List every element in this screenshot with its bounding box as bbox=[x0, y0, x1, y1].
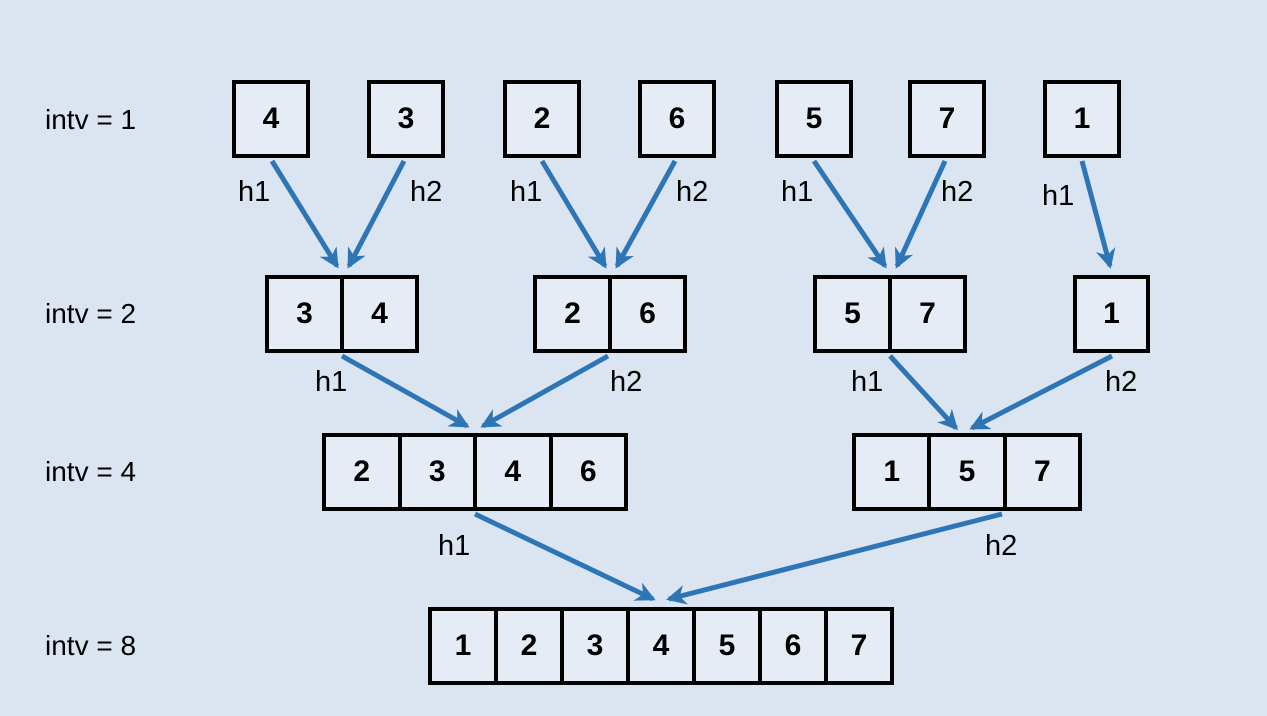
half-label: h1 bbox=[781, 176, 814, 208]
merge-arrow-h1 bbox=[269, 159, 340, 269]
array-cell: 3 bbox=[560, 611, 626, 681]
array-cell: 4 bbox=[262, 102, 280, 135]
array-box: 1 5 7 bbox=[852, 433, 1082, 511]
half-label: h2 bbox=[1105, 366, 1138, 398]
merge-arrow-h1 bbox=[888, 354, 959, 431]
array-box: 4 bbox=[232, 80, 310, 158]
half-label: h1 bbox=[1042, 180, 1075, 212]
array-box: 3 bbox=[367, 80, 445, 158]
array-cell: 5 bbox=[692, 611, 758, 681]
array-cell: 2 bbox=[564, 297, 581, 330]
array-cell: 5 bbox=[805, 102, 823, 135]
half-label: h2 bbox=[610, 366, 643, 398]
array-box: 1 bbox=[1073, 275, 1150, 353]
array-box: 7 bbox=[908, 80, 986, 158]
array-cell: 5 bbox=[927, 437, 1002, 507]
half-label: h1 bbox=[238, 176, 271, 208]
array-box: 2 bbox=[503, 80, 581, 158]
array-cell: 6 bbox=[758, 611, 824, 681]
array-cell: 7 bbox=[824, 611, 890, 681]
half-label: h1 bbox=[315, 366, 348, 398]
array-cell: 3 bbox=[397, 102, 415, 135]
row-label-intv-2: intv = 2 bbox=[45, 298, 137, 329]
merge-arrow-h1 bbox=[1079, 160, 1116, 269]
array-cell: 3 bbox=[397, 437, 474, 507]
array-cell: 4 bbox=[340, 279, 415, 349]
half-label: h2 bbox=[676, 176, 709, 208]
merge-arrow-h1 bbox=[473, 511, 656, 602]
array-box: 2 3 4 6 bbox=[322, 433, 628, 511]
array-cell: 7 bbox=[1002, 437, 1078, 507]
half-label: h1 bbox=[851, 366, 884, 398]
array-cell: 6 bbox=[668, 102, 686, 135]
array-cell: 2 bbox=[494, 611, 560, 681]
row-label-intv-4: intv = 4 bbox=[45, 456, 137, 487]
array-cell: 1 bbox=[454, 629, 472, 662]
merge-arrow-h1 bbox=[811, 159, 888, 269]
row-label-intv-8: intv = 8 bbox=[45, 630, 137, 661]
merge-arrow-h2 bbox=[969, 353, 1114, 431]
array-cell: 6 bbox=[548, 437, 625, 507]
merge-arrow-h2 bbox=[346, 159, 407, 269]
half-label: h1 bbox=[438, 530, 471, 562]
merge-arrow-h1 bbox=[340, 353, 470, 429]
array-cell: 4 bbox=[473, 437, 549, 507]
array-box: 1 bbox=[1043, 80, 1121, 158]
half-label: h1 bbox=[510, 176, 543, 208]
array-cell: 6 bbox=[608, 279, 683, 349]
array-cell: 2 bbox=[353, 455, 371, 488]
array-cell: 1 bbox=[1073, 102, 1091, 135]
merge-arrow-h2 bbox=[666, 511, 1003, 605]
array-cell: 4 bbox=[626, 611, 692, 681]
row-label-intv-1: intv = 1 bbox=[45, 104, 137, 135]
array-cell: 5 bbox=[844, 297, 861, 330]
array-box: 1 2 3 4 5 6 7 bbox=[428, 607, 894, 685]
merge-arrow-h2 bbox=[614, 159, 678, 269]
half-label: h2 bbox=[410, 176, 443, 208]
array-cell: 2 bbox=[533, 102, 551, 135]
array-box: 5 bbox=[775, 80, 853, 158]
array-cell: 1 bbox=[1103, 297, 1120, 330]
array-box: 3 4 bbox=[265, 275, 419, 353]
array-box: 2 6 bbox=[533, 275, 687, 353]
array-box: 5 7 bbox=[813, 275, 967, 353]
array-cell: 7 bbox=[938, 102, 956, 135]
merge-arrow-h1 bbox=[539, 159, 608, 269]
array-box: 6 bbox=[638, 80, 716, 158]
half-label: h2 bbox=[941, 176, 974, 208]
half-label: h2 bbox=[985, 530, 1018, 562]
array-cell: 7 bbox=[888, 279, 963, 349]
array-cell: 1 bbox=[883, 455, 900, 488]
array-cell: 3 bbox=[296, 297, 313, 330]
merge-arrow-h2 bbox=[894, 159, 948, 269]
merge-arrow-h2 bbox=[480, 353, 610, 429]
